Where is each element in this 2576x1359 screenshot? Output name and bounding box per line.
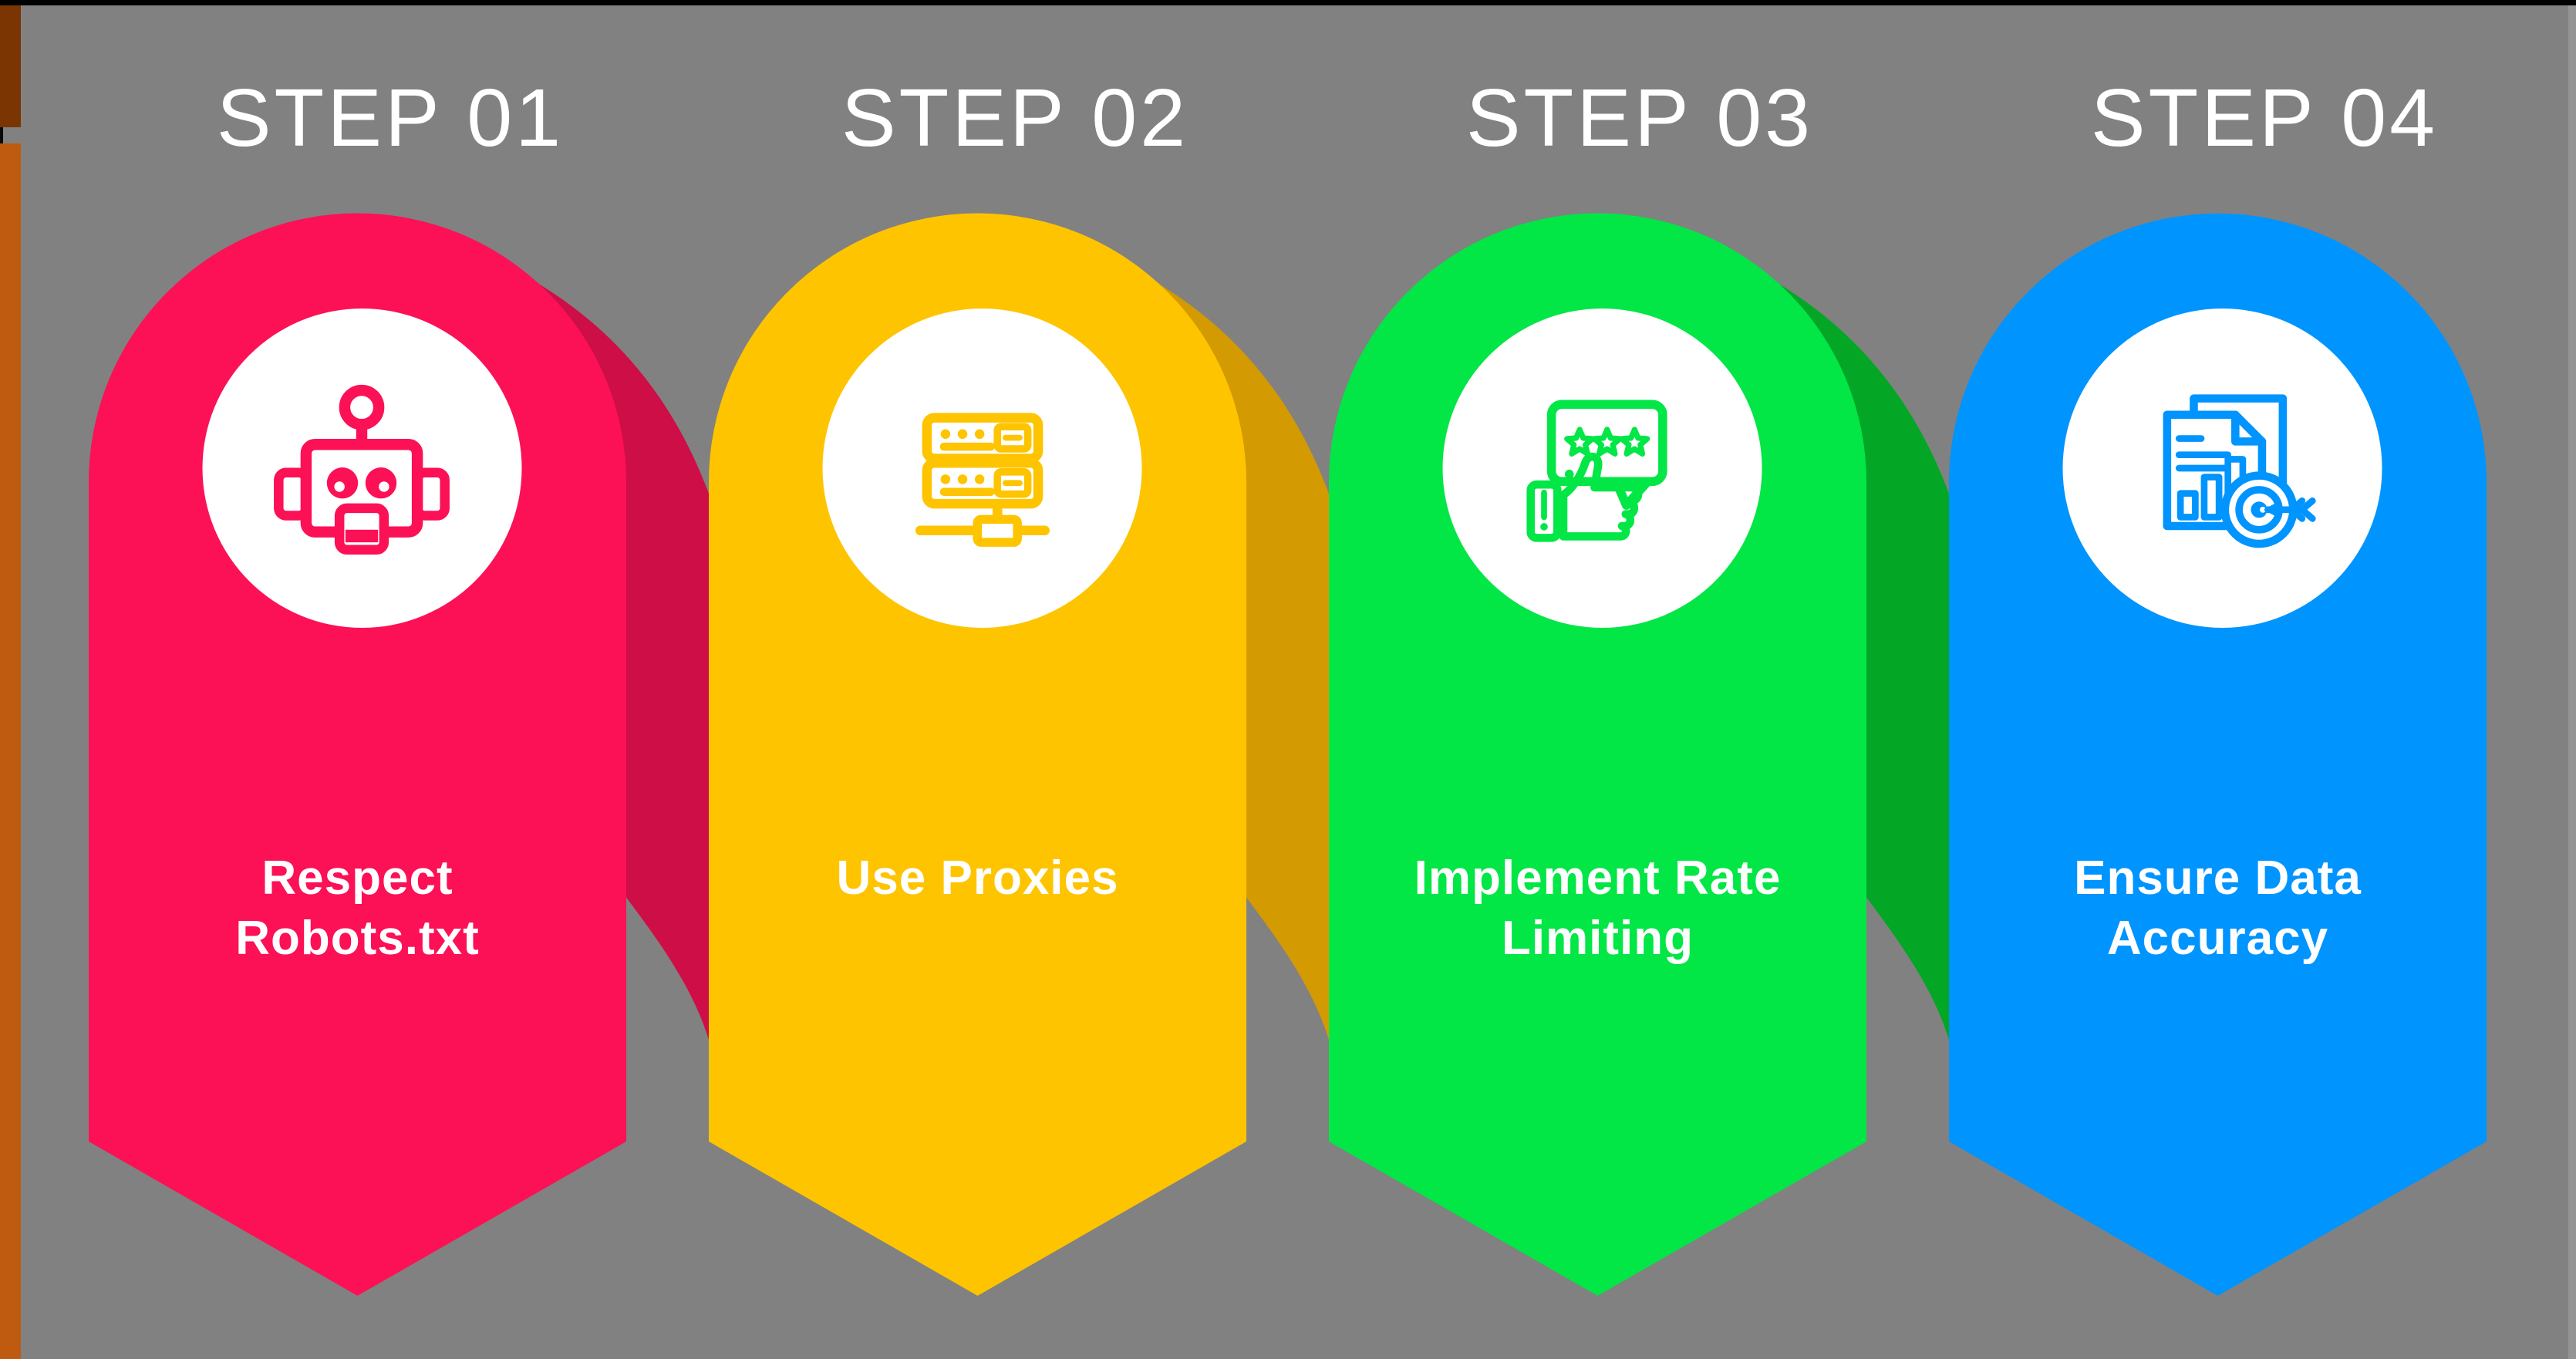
step4-label-line2: Accuracy — [2106, 912, 2329, 965]
step3-label-line2: Limiting — [1501, 912, 1694, 965]
step2-label: Use Proxies — [708, 848, 1248, 909]
step3-label-line1: Implement Rate — [1414, 851, 1782, 905]
left-strip-top — [0, 5, 21, 127]
icon-circle-step2 — [822, 309, 1142, 628]
step2-label-line1: Use Proxies — [836, 851, 1119, 905]
data-accuracy-target-icon — [2163, 394, 2316, 548]
rating-thumbs-up-icon — [1526, 400, 1667, 542]
step4-label-line1: Ensure Data — [2074, 851, 2362, 905]
left-strip-bottom — [0, 143, 21, 1359]
top-edge-bar — [0, 0, 2576, 5]
robot-icon — [274, 384, 450, 555]
step4-label: Ensure Data Accuracy — [1948, 848, 2488, 969]
step1-label: Respect Robots.txt — [88, 848, 628, 969]
right-edge-band — [2568, 5, 2576, 1359]
step3-heading: STEP 03 — [1465, 72, 1814, 164]
step1-heading: STEP 01 — [216, 72, 565, 164]
step1-label-line2: Robots.txt — [235, 912, 480, 965]
icon-circle-step3 — [1442, 309, 1762, 628]
step2-heading: STEP 02 — [841, 72, 1189, 164]
step4-heading: STEP 04 — [2090, 72, 2439, 164]
step3-label: Implement Rate Limiting — [1328, 848, 1868, 969]
icon-circle-step1 — [202, 309, 522, 628]
server-rack-icon — [915, 413, 1050, 547]
step1-label-line1: Respect — [261, 851, 453, 905]
